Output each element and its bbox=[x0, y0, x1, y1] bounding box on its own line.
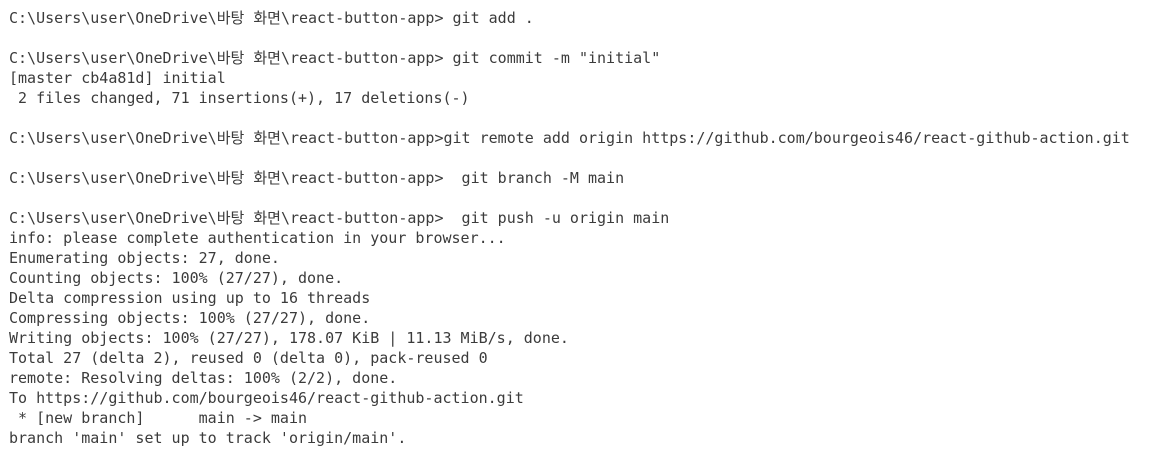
terminal-line-blank bbox=[9, 188, 1156, 208]
terminal-line-blank bbox=[9, 108, 1156, 128]
terminal-line-branch-tracking: branch 'main' set up to track 'origin/ma… bbox=[9, 429, 407, 447]
terminal-line-new-branch: * [new branch] main -> main bbox=[9, 409, 308, 427]
terminal-line-prompt-git-add: C:\Users\user\OneDrive\바탕 화면\react-butto… bbox=[9, 9, 534, 27]
terminal-line-prompt-git-push: C:\Users\user\OneDrive\바탕 화면\react-butto… bbox=[9, 209, 670, 227]
terminal-line-push-target-url: To https://github.com/bourgeois46/react-… bbox=[9, 389, 524, 407]
terminal-line-blank bbox=[9, 148, 1156, 168]
terminal-line-counting: Counting objects: 100% (27/27), done. bbox=[9, 269, 344, 287]
terminal-line-commit-stats: 2 files changed, 71 insertions(+), 17 de… bbox=[9, 89, 470, 107]
terminal-line-writing: Writing objects: 100% (27/27), 178.07 Ki… bbox=[9, 329, 569, 347]
terminal-line-prompt-git-remote-add: C:\Users\user\OneDrive\바탕 화면\react-butto… bbox=[9, 129, 1130, 147]
terminal-line-prompt-git-commit: C:\Users\user\OneDrive\바탕 화면\react-butto… bbox=[9, 49, 661, 67]
terminal-line-total: Total 27 (delta 2), reused 0 (delta 0), … bbox=[9, 349, 488, 367]
terminal-line-resolving-deltas: remote: Resolving deltas: 100% (2/2), do… bbox=[9, 369, 398, 387]
terminal-line-commit-result: [master cb4a81d] initial bbox=[9, 69, 226, 87]
terminal-line-delta-compression: Delta compression using up to 16 threads bbox=[9, 289, 371, 307]
terminal-line-prompt-git-branch: C:\Users\user\OneDrive\바탕 화면\react-butto… bbox=[9, 169, 625, 187]
terminal-line-blank bbox=[9, 28, 1156, 48]
terminal-line-compressing: Compressing objects: 100% (27/27), done. bbox=[9, 309, 371, 327]
terminal-line-auth-info: info: please complete authentication in … bbox=[9, 229, 506, 247]
terminal-line-enumerating: Enumerating objects: 27, done. bbox=[9, 249, 280, 267]
